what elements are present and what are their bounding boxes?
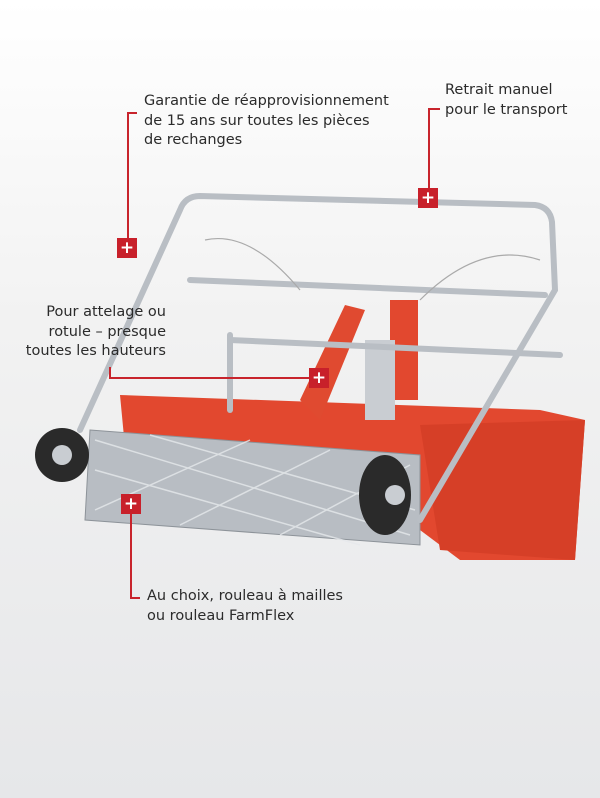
plus-marker-icon[interactable]: + [121, 494, 141, 514]
annotation-spare-parts-guarantee: Garantie de réapprovisionnement de 15 an… [144, 93, 389, 148]
transport-handle [77, 192, 559, 523]
annotation-line [127, 112, 129, 240]
annotation-line [428, 108, 430, 190]
annotation-line [109, 367, 111, 378]
annotation-line [127, 112, 137, 114]
annotation-manual-retract: Retrait manuel pour le transport [445, 82, 568, 118]
annotation-line [130, 514, 132, 598]
annotation-line [109, 377, 309, 379]
annotation-roller-choice: Au choix, rouleau à mailles ou rouleau F… [147, 588, 343, 624]
annotation-line [428, 108, 440, 110]
annotation-hitch: Pour attelage ou rotule – presque toutes… [25, 304, 166, 359]
plus-marker-icon[interactable]: + [309, 368, 329, 388]
plus-marker-icon[interactable]: + [117, 238, 137, 258]
plus-marker-icon[interactable]: + [418, 188, 438, 208]
annotation-line [130, 597, 140, 599]
